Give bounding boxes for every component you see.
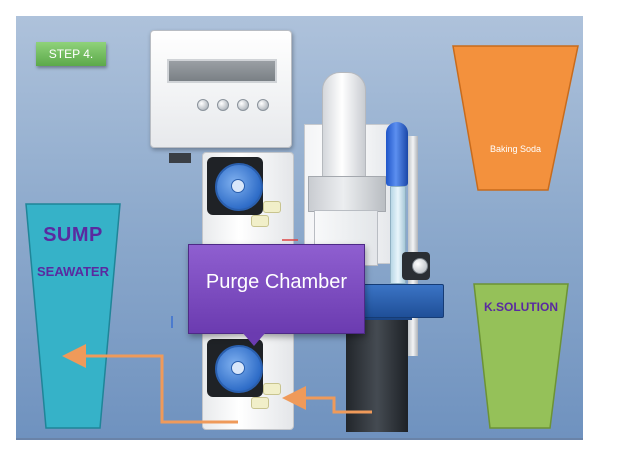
controller-display [167,59,277,83]
reactor-stand [408,136,418,356]
controller-button-4[interactable] [257,99,269,111]
containers-layer [25,45,579,429]
controller-connector [169,153,191,163]
top-pump-tube-outlet [263,201,281,213]
bottom-pump-tube-outlet [263,383,281,395]
reactor-cylinder [322,72,366,194]
sump-label-box: SUMP SEAWATER [26,16,120,436]
k-solution-label: K.SOLUTION [484,300,558,314]
k-solution-label-box: K.SOLUTION [474,16,568,436]
slide-canvas: STEP 4. Baking Soda SUMP SEAWATER K.SOLU… [16,16,583,440]
sump-title: SUMP [43,224,103,246]
top-pump-rotor [215,163,263,211]
controller-button-1[interactable] [197,99,209,111]
controller-button-3[interactable] [237,99,249,111]
baking-soda-label-box: Baking Soda [453,46,578,190]
return-to-sump-arrow [62,344,238,424]
baking-soda-container [452,45,579,191]
probe-clamp-knob[interactable] [412,258,428,274]
ph-probe-cap [386,122,408,186]
sump-subtitle: SEAWATER [37,264,109,279]
mount-plate [362,284,444,318]
controller-button-2[interactable] [217,99,229,111]
bottom-pump-hub [231,361,245,375]
bottom-pump-tube-inlet [251,397,269,409]
top-pump-hub [231,179,245,193]
bottom-pump-rotor [215,345,263,393]
top-pump-tube-inlet [251,215,269,227]
reactor-collar [308,176,386,212]
inlet-from-reactor-arrow [282,386,372,414]
purge-chamber-callout: Purge Chamber [188,244,365,334]
flow-arrows-layer [62,239,372,424]
k-solution-container [473,283,569,429]
controller-unit [150,30,292,163]
baking-soda-label: Baking Soda [489,144,542,154]
sump-container [25,203,121,429]
purge-chamber-label: Purge Chamber [205,271,348,293]
purge-callout-pointer [242,332,266,346]
step-badge: STEP 4. [36,42,106,66]
